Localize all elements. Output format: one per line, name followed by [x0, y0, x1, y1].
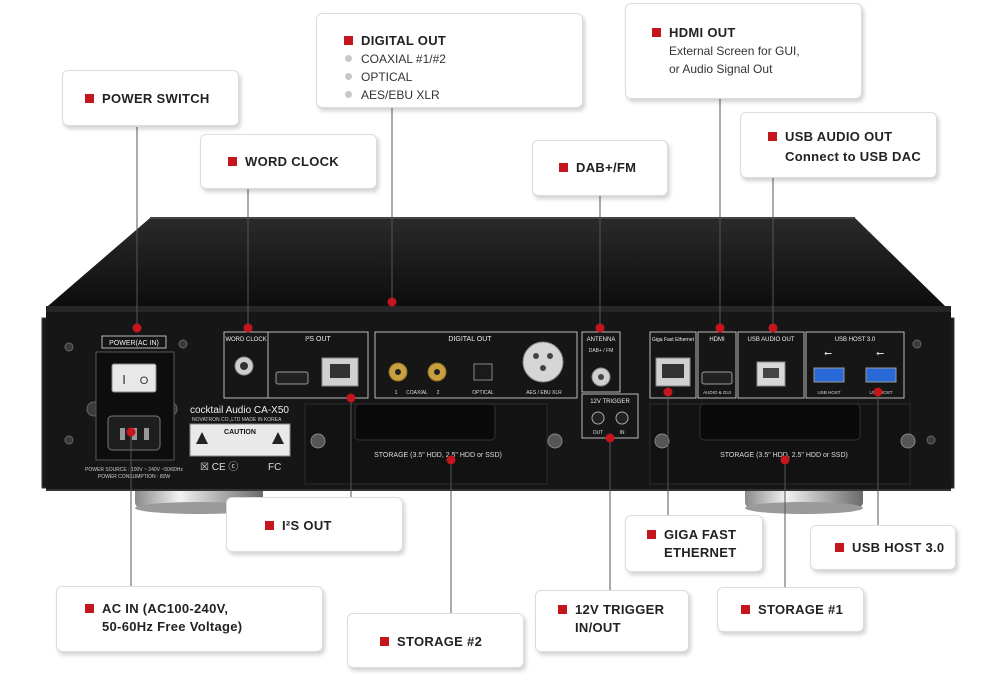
device-top-cover: [48, 218, 945, 306]
svg-text:IN: IN: [620, 430, 625, 436]
callout-12v-trigger: 12V TRIGGER IN/OUT: [535, 590, 689, 652]
ethernet-section: Giga Fast Ethernet: [649, 331, 697, 399]
storage-bay-right: STORAGE (3.5" HDD, 2.5" HDD or SSD): [649, 403, 916, 485]
svg-text:NOVATRON CO.,LTD MADE IN KOR: NOVATRON CO.,LTD MADE IN KOREA: [192, 417, 282, 423]
svg-text:I: I: [122, 372, 126, 387]
callout-storage-2: STORAGE #2: [347, 613, 524, 668]
svg-text:USB AUDIO OUT: USB AUDIO OUT: [747, 337, 794, 343]
callout-i2s-out: I²S OUT: [226, 497, 403, 552]
svg-text:COAXIAL: COAXIAL: [406, 390, 428, 396]
brand-area: cocktail Audio CA-X50 NOVATRON CO.,LTD M…: [189, 405, 291, 473]
storage-left-label: STORAGE (3.5" HDD, 2.5" HDD or SSD): [374, 452, 502, 459]
svg-text:OPTICAL: OPTICAL: [472, 390, 494, 396]
svg-text:POWER(AC IN): POWER(AC IN): [109, 340, 159, 347]
digital-out-item: COAXIAL #1/#2: [344, 50, 582, 68]
callout-usb-audio-out: USB AUDIO OUT Connect to USB DAC: [740, 112, 937, 178]
svg-text:Giga Fast Ethernet: Giga Fast Ethernet: [652, 337, 695, 343]
callout-ac-in: AC IN (AC100-240V, 50-60Hz Free Voltage): [56, 586, 323, 652]
svg-text:O: O: [140, 375, 149, 387]
callout-word-clock: WORD CLOCK: [200, 134, 377, 189]
leader-lines: [130, 99, 879, 613]
svg-text:⭠: ⭠: [876, 348, 884, 359]
svg-text:I²S OUT: I²S OUT: [305, 336, 331, 343]
svg-text:POWER CONSUMPTION : 80W: POWER CONSUMPTION : 80W: [98, 474, 171, 480]
svg-text:USB HOST: USB HOST: [817, 390, 840, 395]
svg-text:CAUTION: CAUTION: [224, 429, 256, 436]
power-section: POWER(AC IN) I O POWER SOURCE : 100V ~ 2…: [85, 335, 183, 480]
antenna-section: ANTENNA DAB+ / FM: [581, 331, 621, 393]
svg-text:USB HOST 3.0: USB HOST 3.0: [835, 337, 876, 343]
svg-text:AUDIO & GUI: AUDIO & GUI: [703, 390, 731, 395]
svg-text:AES / EBU XLR: AES / EBU XLR: [526, 390, 562, 396]
svg-text:WORD CLOCK: WORD CLOCK: [225, 337, 266, 343]
callout-usb-host: USB HOST 3.0: [810, 525, 956, 570]
svg-text:FC: FC: [268, 462, 281, 473]
callout-giga-ethernet: GIGA FAST ETHERNET: [625, 515, 763, 572]
svg-text:12V TRIGGER: 12V TRIGGER: [590, 399, 630, 405]
digital-out-item: OPTICAL: [344, 68, 582, 86]
callout-storage-1: STORAGE #1: [717, 587, 864, 632]
leader-dots: [126, 297, 883, 465]
hdmi-section: HDMI AUDIO & GUI: [697, 331, 737, 399]
digital-out-item: AES/EBU XLR: [344, 86, 582, 104]
storage-right-label: STORAGE (3.5" HDD, 2.5" HDD or SSD): [720, 452, 848, 459]
brand-text: cocktail Audio CA-X50: [190, 405, 289, 416]
digital-out-section: DIGITAL OUT 1 COAXIAL 2 OPTICAL AES / EB…: [374, 331, 578, 399]
svg-text:2: 2: [437, 390, 440, 396]
svg-text:OUT: OUT: [593, 430, 604, 436]
power-switch[interactable]: [111, 363, 157, 393]
callout-hdmi-out: HDMI OUT External Screen for GUI, or Aud…: [625, 3, 862, 99]
svg-text:⭠: ⭠: [824, 348, 832, 359]
svg-text:☒ CE ⓒ: ☒ CE ⓒ: [200, 461, 238, 473]
i2s-section: I²S OUT: [267, 331, 369, 399]
svg-text:1: 1: [395, 390, 398, 396]
callout-dab-fm: DAB+/FM: [532, 140, 668, 196]
svg-text:DAB+ / FM: DAB+ / FM: [589, 348, 614, 354]
callout-power-switch: POWER SWITCH: [62, 70, 239, 126]
storage-bay-left: STORAGE (3.5" HDD, 2.5" HDD or SSD): [304, 403, 563, 485]
svg-text:HDMI: HDMI: [709, 337, 725, 343]
svg-text:POWER SOURCE : 100V ~ 240V ~50: POWER SOURCE : 100V ~ 240V ~50/60Hz: [85, 467, 183, 473]
svg-text:ANTENNA: ANTENNA: [587, 337, 616, 343]
svg-text:DIGITAL OUT: DIGITAL OUT: [448, 336, 492, 343]
usb-host-section: USB HOST 3.0 ⭠ ⭠ USB HOST USB HOST: [805, 331, 905, 399]
callout-digital-out: DIGITAL OUT COAXIAL #1/#2 OPTICAL AES/EB…: [316, 13, 583, 108]
